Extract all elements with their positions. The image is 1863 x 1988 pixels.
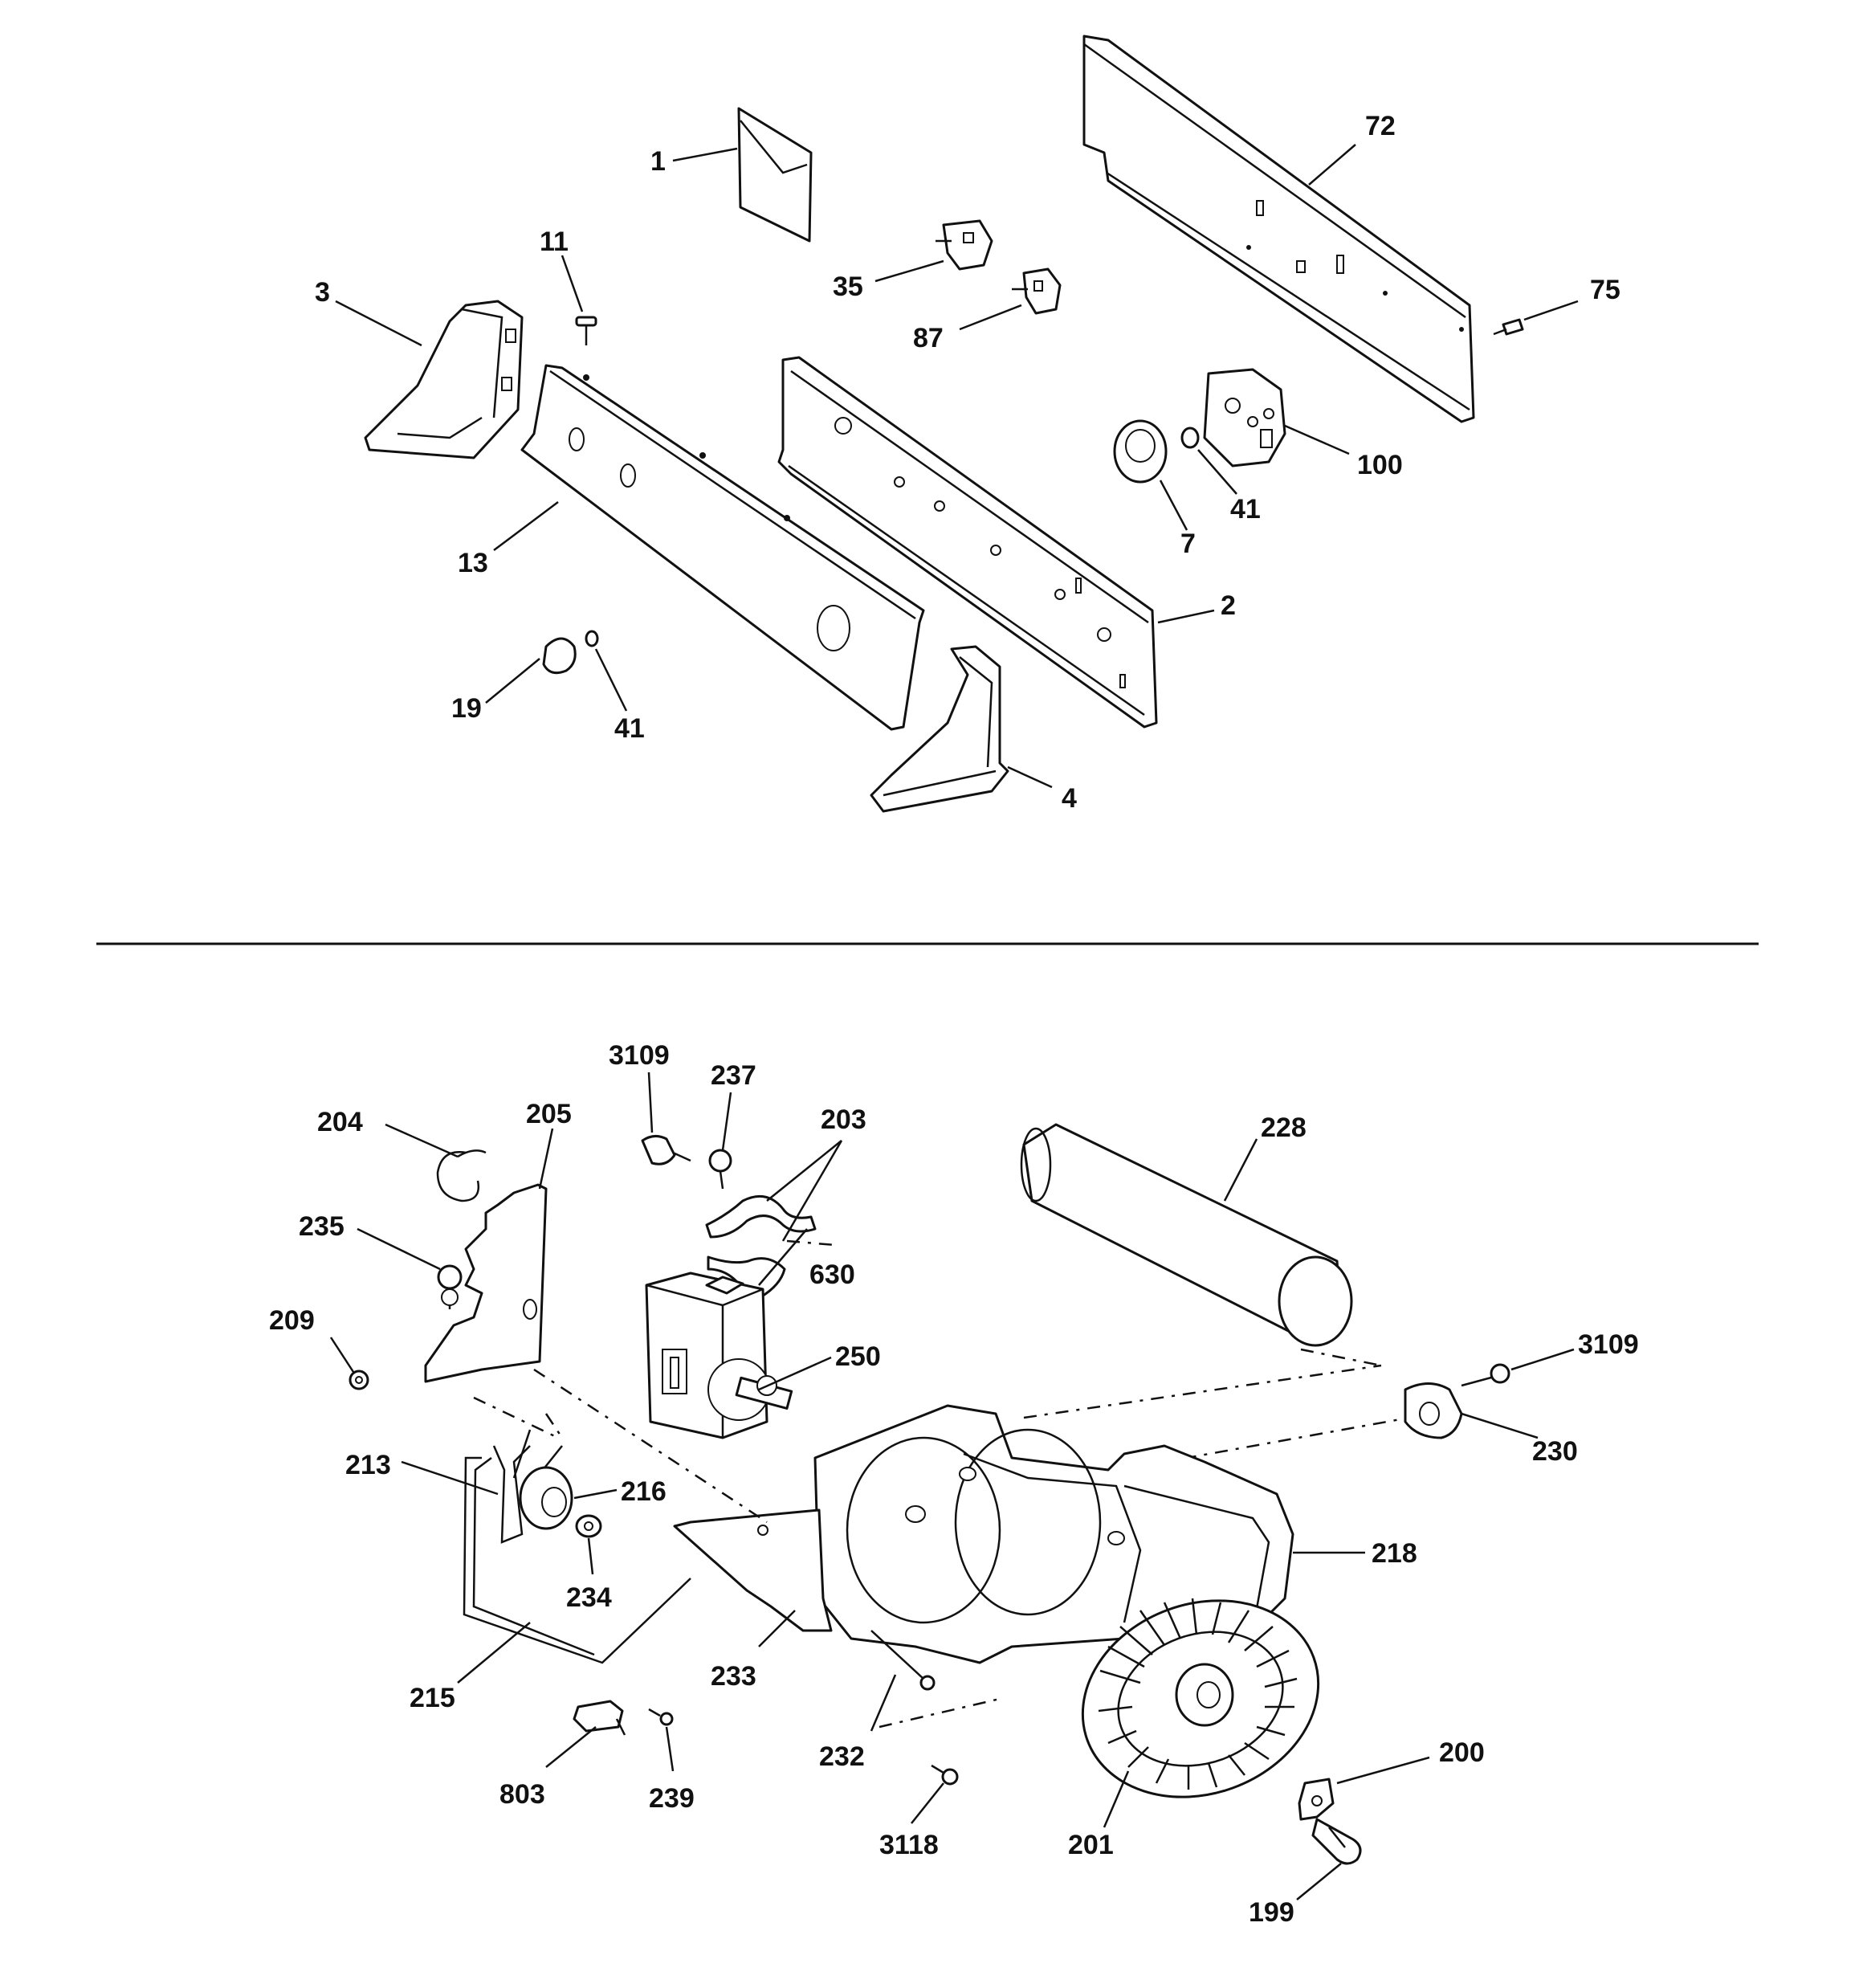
callout-3118: 3118 bbox=[879, 1830, 939, 1860]
part-2-control-panel-bracket[interactable] bbox=[777, 356, 1158, 729]
part-87-switch[interactable] bbox=[1012, 267, 1062, 315]
callout-3109-top: 3109 bbox=[609, 1040, 670, 1071]
callout-87: 87 bbox=[913, 323, 944, 353]
part-75-screw[interactable] bbox=[1493, 318, 1524, 336]
callout-13: 13 bbox=[458, 548, 488, 578]
callout-1: 1 bbox=[650, 146, 666, 177]
part-233-base-plate[interactable] bbox=[673, 1508, 833, 1632]
part-3-end-cap-left[interactable] bbox=[364, 300, 524, 459]
part-209-nut[interactable] bbox=[349, 1370, 369, 1390]
callout-100: 100 bbox=[1357, 450, 1403, 480]
part-4-end-cap-right[interactable] bbox=[870, 645, 1009, 813]
callout-201: 201 bbox=[1068, 1830, 1114, 1860]
part-216-idler-pulley[interactable] bbox=[519, 1466, 573, 1530]
callout-239: 239 bbox=[649, 1783, 695, 1814]
part-803-connector[interactable] bbox=[573, 1700, 626, 1736]
part-41-spring-left[interactable] bbox=[585, 630, 599, 647]
callout-199: 199 bbox=[1249, 1897, 1294, 1928]
part-19-knob[interactable] bbox=[542, 637, 577, 675]
callout-230: 230 bbox=[1532, 1436, 1578, 1467]
part-201-blower-wheel[interactable] bbox=[1055, 1569, 1347, 1829]
callout-803: 803 bbox=[499, 1779, 545, 1810]
callout-630: 630 bbox=[809, 1259, 855, 1290]
callout-209: 209 bbox=[269, 1305, 315, 1336]
callout-232: 232 bbox=[819, 1741, 865, 1772]
callout-41-left: 41 bbox=[614, 713, 645, 744]
part-100-timer[interactable] bbox=[1203, 368, 1286, 467]
callout-204: 204 bbox=[317, 1107, 363, 1137]
callout-75: 75 bbox=[1590, 275, 1620, 305]
part-11-screw[interactable] bbox=[575, 316, 597, 345]
callout-250: 250 bbox=[835, 1341, 881, 1372]
part-250-motor[interactable] bbox=[645, 1272, 793, 1439]
part-203-clamp-lower[interactable] bbox=[707, 1255, 786, 1300]
control-panel-section: 1 72 11 3 35 87 75 100 41 7 13 2 19 41 4 bbox=[315, 35, 1620, 814]
callout-41-right: 41 bbox=[1230, 494, 1261, 525]
callout-218: 218 bbox=[1372, 1538, 1417, 1569]
part-3118-screw[interactable] bbox=[931, 1764, 959, 1786]
top-callouts: 1 72 11 3 35 87 75 100 41 7 13 2 19 41 4 bbox=[315, 111, 1620, 814]
part-232-rod[interactable] bbox=[870, 1630, 936, 1691]
part-72-back-panel[interactable] bbox=[1082, 35, 1475, 423]
callout-19: 19 bbox=[451, 693, 482, 724]
part-218-blower-housing[interactable] bbox=[813, 1404, 1294, 1664]
part-7-knob[interactable] bbox=[1113, 419, 1168, 484]
callout-3: 3 bbox=[315, 277, 330, 308]
part-230-motor-bracket[interactable] bbox=[1404, 1382, 1463, 1439]
callout-233: 233 bbox=[711, 1661, 756, 1692]
part-228-exhaust-duct[interactable] bbox=[1020, 1123, 1353, 1347]
part-239-screw[interactable] bbox=[648, 1708, 674, 1726]
callout-2: 2 bbox=[1221, 590, 1236, 621]
part-41-spring-right[interactable] bbox=[1180, 427, 1200, 449]
part-215-idler-arm[interactable] bbox=[463, 1456, 691, 1664]
part-200-clip[interactable] bbox=[1298, 1778, 1335, 1821]
callout-213: 213 bbox=[345, 1450, 391, 1480]
part-3109-screw-right[interactable] bbox=[1461, 1363, 1510, 1387]
callout-234: 234 bbox=[566, 1582, 612, 1613]
callout-235: 235 bbox=[299, 1211, 344, 1242]
callout-205: 205 bbox=[526, 1099, 572, 1129]
part-630-motor-switch[interactable] bbox=[705, 1276, 744, 1295]
part-3109-lamp-top[interactable] bbox=[641, 1135, 691, 1165]
callout-72: 72 bbox=[1365, 111, 1396, 141]
part-237-screw[interactable] bbox=[708, 1149, 732, 1190]
blower-section: 3109 237 203 228 204 205 235 630 209 250… bbox=[269, 1040, 1639, 1928]
callout-200: 200 bbox=[1439, 1737, 1485, 1768]
part-205-bracket[interactable] bbox=[424, 1183, 548, 1383]
part-13-control-panel-front[interactable] bbox=[520, 364, 925, 731]
callout-35: 35 bbox=[833, 271, 863, 302]
part-1-instruction-sheet[interactable] bbox=[737, 107, 813, 243]
part-203-clamp-upper[interactable] bbox=[705, 1194, 817, 1239]
bottom-leader-lines bbox=[329, 1072, 1575, 1900]
part-235-screw[interactable] bbox=[437, 1264, 463, 1309]
part-199-bolt[interactable] bbox=[1311, 1818, 1362, 1865]
part-204-clip[interactable] bbox=[436, 1149, 487, 1202]
callout-7: 7 bbox=[1180, 529, 1196, 559]
callout-203: 203 bbox=[821, 1104, 866, 1135]
part-35-switch[interactable] bbox=[936, 219, 993, 271]
part-234-nut[interactable] bbox=[575, 1514, 602, 1538]
callout-4: 4 bbox=[1062, 783, 1077, 814]
callout-228: 228 bbox=[1261, 1112, 1307, 1143]
callout-215: 215 bbox=[410, 1683, 455, 1713]
callout-11: 11 bbox=[540, 227, 569, 257]
top-leader-lines bbox=[335, 144, 1579, 789]
callout-237: 237 bbox=[711, 1060, 756, 1091]
bottom-callouts: 3109 237 203 228 204 205 235 630 209 250… bbox=[269, 1040, 1639, 1928]
callout-3109-right: 3109 bbox=[1578, 1329, 1639, 1360]
callout-216: 216 bbox=[621, 1476, 667, 1507]
